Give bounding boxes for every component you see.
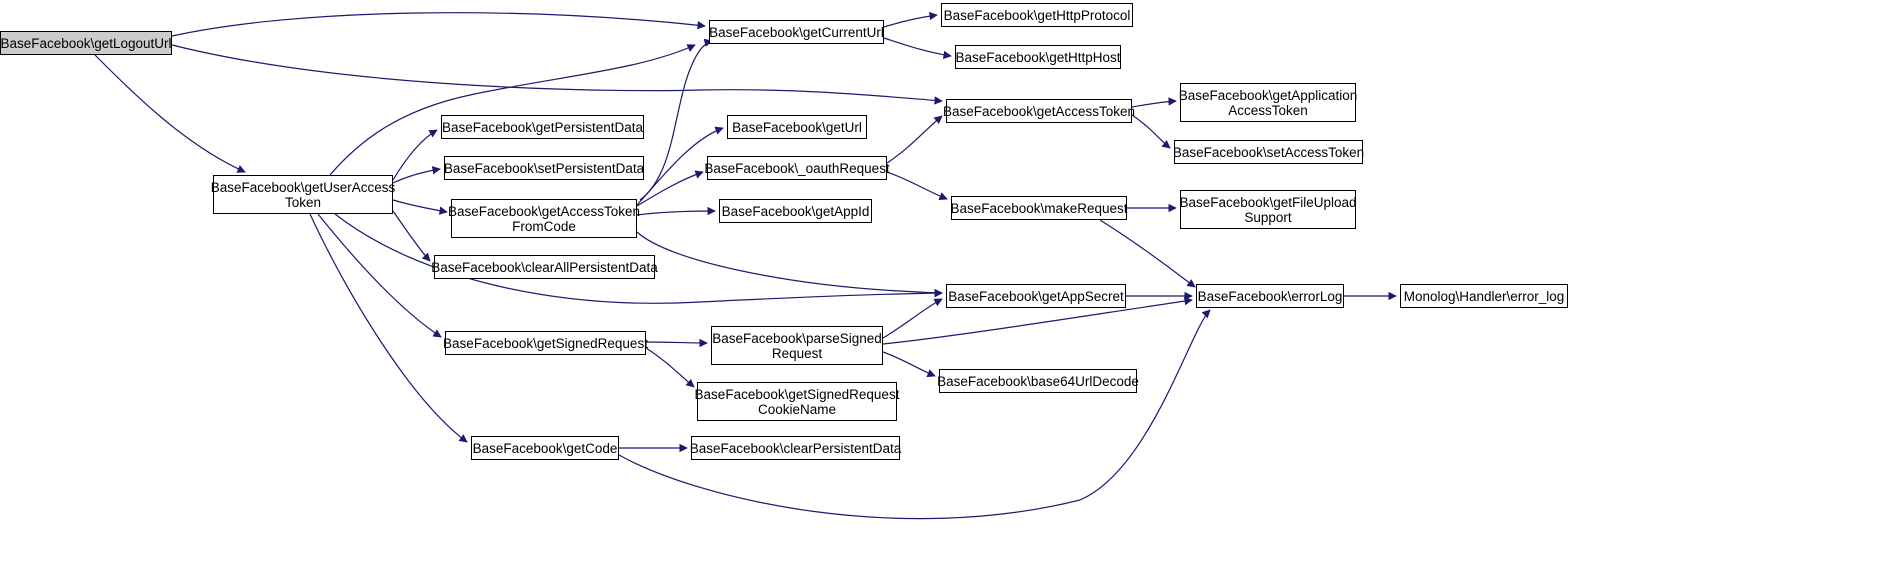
node-getAccessToken[interactable]: BaseFacebook\getAccessToken [943,99,1135,123]
node-parseSignedRequest[interactable]: BaseFacebook\parseSigned Request [711,326,883,365]
node-setAccessToken[interactable]: BaseFacebook\setAccessToken [1173,140,1364,164]
node-error_log[interactable]: Monolog\Handler\error_log [1400,284,1568,308]
node-getAppId[interactable]: BaseFacebook\getAppId [719,199,872,223]
node-getHttpProtocol[interactable]: BaseFacebook\getHttpProtocol [941,3,1133,27]
node-getUserAccessToken[interactable]: BaseFacebook\getUserAccess Token [211,175,395,214]
node-getFileUploadSupport[interactable]: BaseFacebook\getFileUpload Support [1179,190,1357,229]
node-getAccessTokenFromCode[interactable]: BaseFacebook\getAccessToken FromCode [448,199,640,238]
node-getUrl[interactable]: BaseFacebook\getUrl [727,115,867,139]
node-getCode[interactable]: BaseFacebook\getCode [471,436,619,460]
node-getLogoutUrl[interactable]: BaseFacebook\getLogoutUrl [0,31,172,55]
node-setPersistentData[interactable]: BaseFacebook\setPersistentData [444,156,644,180]
node-getHttpHost[interactable]: BaseFacebook\getHttpHost [955,45,1121,69]
node-getAppSecret[interactable]: BaseFacebook\getAppSecret [946,284,1126,308]
node-getSignedRequestCookieName[interactable]: BaseFacebook\getSignedRequest CookieName [695,382,899,421]
node-clearAllPersistentData[interactable]: BaseFacebook\clearAllPersistentData [431,255,658,279]
node-oauthRequest[interactable]: BaseFacebook\_oauthRequest [704,156,890,180]
node-getPersistentData[interactable]: BaseFacebook\getPersistentData [441,115,644,139]
node-getApplicationAccessToken[interactable]: BaseFacebook\getApplication AccessToken [1179,83,1357,122]
node-getCurrentUrl[interactable]: BaseFacebook\getCurrentUrl [709,20,884,44]
node-base64UrlDecode[interactable]: BaseFacebook\base64UrlDecode [937,369,1139,393]
node-makeRequest[interactable]: BaseFacebook\makeRequest [950,196,1128,220]
node-errorLog[interactable]: BaseFacebook\errorLog [1196,284,1344,308]
node-getSignedRequest[interactable]: BaseFacebook\getSignedRequest [443,331,648,355]
node-clearPersistentData[interactable]: BaseFacebook\clearPersistentData [690,436,901,460]
